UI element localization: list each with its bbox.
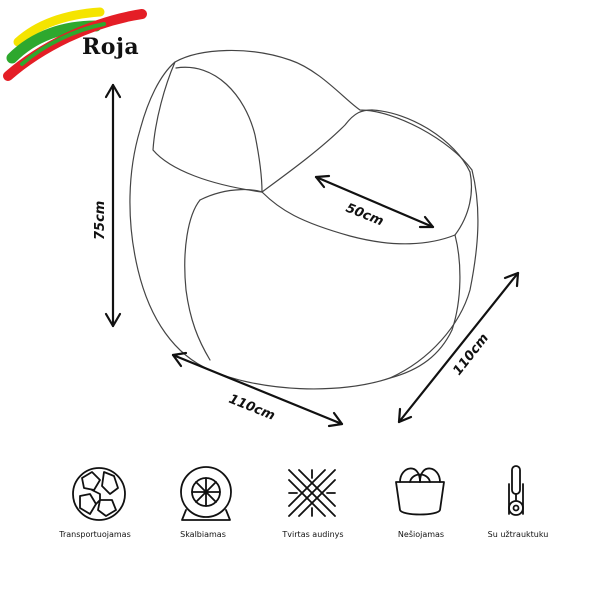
feature-label-fabric: Tvirtas audinys bbox=[282, 530, 344, 539]
bean-bag-drawing: 75cm 50cm 110cm 110cm bbox=[93, 49, 520, 428]
globe-icon bbox=[72, 467, 126, 521]
flag-yellow-stroke bbox=[13, 7, 105, 47]
feature-label-transport: Transportuojamas bbox=[59, 530, 131, 539]
woven-fabric-icon bbox=[288, 469, 336, 517]
brand-flag-logo bbox=[3, 7, 147, 81]
feature-label-zipper: Su užtrauktuku bbox=[487, 530, 549, 539]
washing-machine-icon bbox=[180, 466, 232, 521]
brand-name: Roja bbox=[82, 34, 140, 60]
depth-label: 110cm bbox=[450, 331, 492, 378]
bag-icon bbox=[395, 467, 445, 516]
width-label: 110cm bbox=[227, 392, 277, 424]
seat-arrow-line bbox=[314, 175, 435, 229]
feature-icons bbox=[72, 465, 524, 521]
zipper-icon bbox=[508, 465, 524, 516]
feature-label-washable: Skalbiamas bbox=[180, 530, 226, 539]
chair-outline bbox=[129, 49, 479, 390]
feature-label-portable: Nešiojamas bbox=[397, 530, 445, 539]
width-arrow-line bbox=[171, 353, 344, 426]
height-label: 75cm bbox=[93, 201, 108, 240]
depth-arrow-line bbox=[397, 271, 520, 424]
